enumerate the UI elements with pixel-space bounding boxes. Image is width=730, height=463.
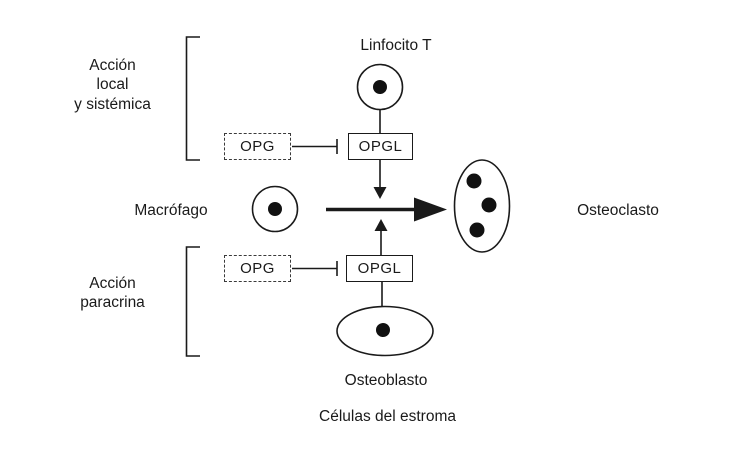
label-macrofago: Macrófago: [134, 202, 208, 219]
opgl-box-bottom: OPGL: [346, 255, 413, 282]
linfocito-t-nucleus: [373, 80, 387, 94]
opgl-box-top-label: OPGL: [358, 138, 403, 155]
label-celulas-del-estroma: Células del estroma: [319, 408, 456, 425]
osteoclasto-nucleus-2: [481, 197, 497, 213]
macrofago-nucleus: [268, 202, 282, 216]
opgl-down-arrow-head: [373, 187, 387, 199]
opg-box-top: OPG: [224, 133, 291, 160]
label-accion-local-sistemica: Acción local y sistémica: [74, 57, 151, 113]
label-osteoclasto: Osteoclasto: [577, 202, 659, 219]
label-osteoblasto: Osteoblasto: [344, 372, 428, 389]
label-accion-paracrina: Acción paracrina: [80, 275, 145, 312]
opg-box-top-label: OPG: [240, 138, 275, 155]
diagram-linework: [185, 36, 511, 357]
opg-box-bottom: OPG: [224, 255, 291, 282]
bracket-accion-paracrina: [185, 246, 200, 357]
opgl-up-arrow-head: [374, 219, 388, 231]
bracket-accion-local: [185, 36, 200, 161]
osteoclasto-nucleus-1: [466, 173, 482, 189]
osteoblasto-nucleus: [376, 323, 390, 337]
osteoclasto-nucleus-3: [469, 222, 485, 238]
opgl-box-bottom-label: OPGL: [357, 260, 402, 277]
opgl-box-top: OPGL: [348, 133, 413, 160]
differentiation-arrow-head: [414, 197, 447, 222]
label-linfocito-t: Linfocito T: [360, 37, 432, 54]
opg-box-bottom-label: OPG: [240, 260, 275, 277]
